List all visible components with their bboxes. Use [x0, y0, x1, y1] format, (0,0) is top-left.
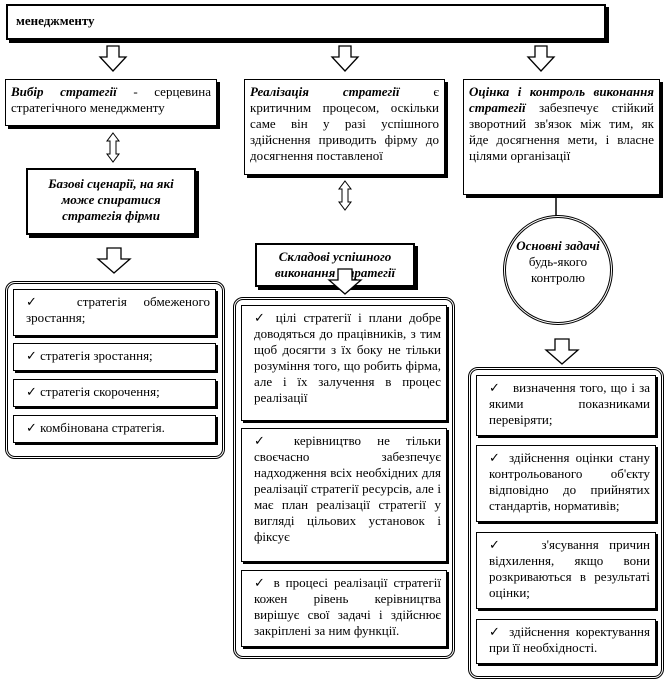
down-arrow-icon [330, 45, 360, 72]
check-icon: ✓ [489, 380, 501, 395]
base-scenarios-box: Базові сценарії, на які може спиратися с… [26, 168, 196, 235]
control-item-text: здійснення оцінки стану контрольованого … [489, 450, 650, 513]
base-scenarios-label: Базові сценарії, на які може спиратися с… [48, 176, 174, 223]
down-arrow-icon [96, 247, 132, 274]
strategy-control-title: Оцінка і контроль виконання стратегії [469, 84, 654, 115]
strategy-choice-box: Вибір стратегії - серцевина стратегічног… [5, 79, 217, 126]
control-item-text: визначення того, що і за якими показника… [489, 380, 650, 427]
list-item: ✓ стратегія обмеженого зростання; [13, 289, 216, 336]
control-item-text: з'ясування причин відхилення, якщо вони … [489, 537, 650, 600]
scenario-item-text: стратегія скорочення; [40, 384, 160, 399]
list-item: ✓ з'ясування причин відхилення, якщо вон… [476, 532, 656, 609]
strategy-implementation-text: є критичним процесом, оскільки саме він … [250, 84, 439, 163]
scenarios-group: ✓ стратегія обмеженого зростання; ✓ стра… [5, 281, 225, 459]
check-icon: ✓ [489, 537, 508, 552]
check-icon: ✓ [26, 348, 37, 363]
list-item: ✓ стратегія скорочення; [13, 379, 216, 407]
down-arrow-icon [544, 338, 580, 365]
header-title: менеджменту [16, 13, 95, 28]
list-item: ✓ комбінована стратегія. [13, 415, 216, 443]
check-icon: ✓ [26, 294, 51, 309]
list-item: ✓ в процесі реалізації стратегії кожен р… [241, 570, 447, 647]
down-arrow-icon [98, 45, 128, 72]
list-item: ✓ керівництво не тільки своєчасно забезп… [241, 428, 447, 562]
strategy-choice-title: Вибір стратегії [11, 84, 117, 99]
strategy-implementation-title: Реалізація стратегії [250, 84, 400, 99]
success-components-label: Складові успішного виконання стратегії [274, 249, 396, 280]
scenario-item-text: комбінована стратегія. [40, 420, 165, 435]
scenario-item-text: стратегія обмеженого зростання; [26, 294, 210, 325]
list-item: ✓ визначення того, що і за якими показни… [476, 375, 656, 436]
check-icon: ✓ [489, 624, 503, 639]
check-icon: ✓ [254, 575, 268, 590]
check-icon: ✓ [254, 433, 278, 448]
implementation-item-text: керівництво не тільки своєчасно забезпеч… [254, 433, 442, 544]
check-icon: ✓ [26, 384, 37, 399]
check-icon: ✓ [254, 310, 269, 325]
double-arrow-icon [338, 180, 352, 211]
list-item: ✓ стратегія зростання; [13, 343, 216, 371]
header-box: менеджменту [6, 4, 606, 40]
strategy-choice-text: - серцевина стратегічного менеджменту [11, 84, 211, 115]
down-arrow-icon [526, 45, 556, 72]
check-icon: ✓ [489, 450, 503, 465]
scenario-item-text: стратегія зростання; [40, 348, 153, 363]
control-tasks-label-rest: будь-якого контролю [528, 254, 588, 285]
control-tasks-oval: Основні задачі будь-якого контролю [503, 215, 613, 325]
strategy-control-box: Оцінка і контроль виконання стратегії за… [463, 79, 660, 195]
implementation-group: ✓ цілі стратегії і плани добре доводятьс… [233, 297, 455, 659]
connector-line [555, 195, 557, 217]
double-arrow-icon [106, 132, 120, 163]
control-tasks-label-bold: Основні задачі [516, 238, 600, 253]
implementation-item-text: в процесі реалізації стратегії кожен рів… [254, 575, 441, 638]
list-item: ✓ здійснення оцінки стану контрольованог… [476, 445, 656, 522]
implementation-item-text: цілі стратегії і плани добре доводяться … [254, 310, 441, 405]
control-tasks-group: ✓ визначення того, що і за якими показни… [468, 367, 664, 679]
success-components-box: Складові успішного виконання стратегії [255, 243, 415, 287]
list-item: ✓ здійснення коректування при її необхід… [476, 619, 656, 664]
list-item: ✓ цілі стратегії і плани добре доводятьс… [241, 305, 447, 421]
strategy-control-text: забезпечує стійкий зворотний зв'язок між… [469, 100, 654, 163]
check-icon: ✓ [26, 420, 37, 435]
strategy-implementation-box: Реалізація стратегії є критичним процесо… [244, 79, 445, 175]
down-arrow-icon [327, 268, 363, 295]
control-item-text: здійснення коректування при її необхідно… [489, 624, 650, 655]
